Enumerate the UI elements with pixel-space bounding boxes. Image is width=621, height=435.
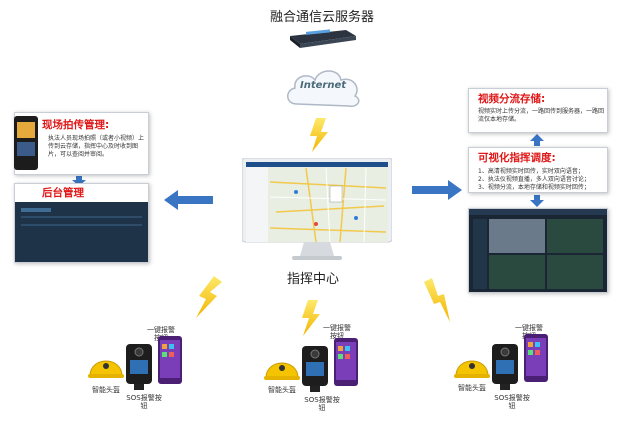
- arrow-down-icon: [72, 176, 86, 186]
- helmet-icon: [264, 362, 300, 380]
- backend-management-title: 后台管理: [42, 187, 84, 199]
- helmet-icon: [88, 360, 124, 378]
- device-group: 一键报警按钮 智能头盔 SOS报警按钮: [86, 318, 196, 418]
- video-wall-panel: [468, 208, 608, 293]
- lightning-icon: [302, 300, 320, 336]
- map-screen: [246, 162, 388, 242]
- lightning-icon: [310, 118, 328, 152]
- smart-helmet-label: 智能头盔: [92, 386, 120, 394]
- lightning-icon: [424, 278, 450, 322]
- sos-button-label: SOS报警按钮: [126, 394, 162, 410]
- internet-label: Internet: [299, 80, 346, 91]
- arrow-up-icon: [530, 134, 544, 146]
- arrow-down-icon: [530, 195, 544, 207]
- device-group: 一键报警按钮 智能头盔 SOS报警按钮: [452, 318, 562, 418]
- sos-button-label: SOS报警按钮: [304, 396, 340, 412]
- dispatch-item: 2、执法仪视频直播，多人双向语音讨论；: [478, 176, 590, 183]
- server-icon: [290, 29, 356, 48]
- body-camera-image: [14, 116, 38, 170]
- dispatch-item: 1、高清视频实时回传，实时双向语音；: [478, 168, 584, 175]
- dispatch-list: 1、高清视频实时回传，实时双向语音； 2、执法仪视频直播，多人双向语音讨论； 3…: [478, 168, 606, 192]
- phone-icon: [334, 338, 358, 386]
- command-center-title: 指挥中心: [286, 272, 339, 287]
- video-storage-description: 视频实时上传分流，一路回传到服务器，一路回流仅本地存储。: [478, 108, 605, 123]
- cloud-server-title: 融合通信云服务器: [269, 10, 374, 25]
- video-storage-title: 视频分流存储:: [478, 93, 546, 105]
- sos-button-label: SOS报警按钮: [494, 394, 530, 410]
- body-camera-icon: [302, 346, 328, 392]
- dispatch-item: 3、视频分流，本地存储和视频实时回传；: [478, 184, 590, 191]
- dispatch-title: 可视化指挥调度:: [478, 152, 556, 164]
- device-group: 一键报警按钮 智能头盔 SOS报警按钮: [262, 322, 372, 422]
- alarm-button-label: 一键报警按钮: [323, 324, 351, 340]
- smart-helmet-label: 智能头盔: [268, 386, 296, 394]
- lightning-icon: [196, 276, 222, 318]
- field-capture-title: 现场拍传管理:: [42, 119, 110, 131]
- field-capture-description: 执法人员现场拍照（或者小视频）上传到云存储，指挥中心及时收到图片，可以查阅并审阅…: [48, 135, 145, 158]
- dispatch-panel: [468, 147, 608, 193]
- body-camera-icon: [126, 344, 152, 390]
- internet-cloud-icon: [287, 70, 360, 108]
- body-camera-icon: [492, 344, 518, 390]
- phone-icon: [524, 334, 548, 382]
- helmet-icon: [454, 360, 490, 378]
- smart-helmet-label: 智能头盔: [458, 384, 486, 392]
- arrow-right-icon: [412, 180, 462, 200]
- arrow-left-icon: [164, 190, 213, 210]
- video-storage-panel: [468, 88, 608, 133]
- backend-management-panel: [14, 183, 149, 263]
- phone-icon: [158, 336, 182, 384]
